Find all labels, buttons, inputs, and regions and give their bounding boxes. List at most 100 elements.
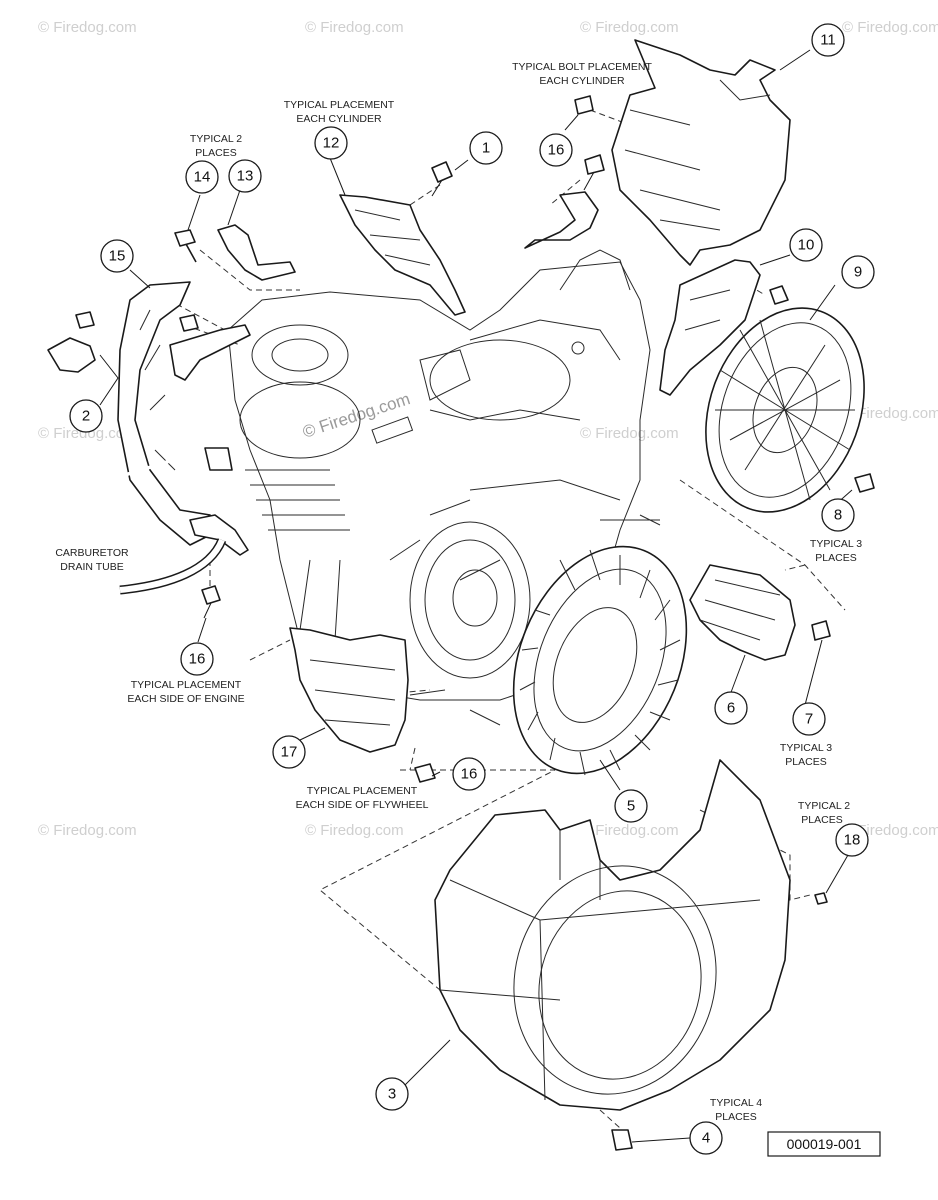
note-line: TYPICAL 3 [780, 742, 832, 754]
shield-17 [289, 627, 409, 753]
bolt-small [179, 314, 199, 332]
callout-number: 4 [702, 1130, 710, 1147]
shield-10 [659, 259, 761, 396]
blower-housing-3 [434, 759, 791, 1111]
note-line: TYPICAL BOLT PLACEMENT [512, 61, 652, 73]
note-typical-3-places-8: TYPICAL 3 PLACES [810, 538, 862, 564]
note-line: PLACES [715, 1111, 756, 1123]
nut-18 [814, 892, 828, 905]
bolt-16-top [574, 95, 594, 115]
note-line: TYPICAL 3 [810, 538, 862, 550]
callout-number: 8 [834, 507, 842, 524]
note-typical-2-places-18: TYPICAL 2 PLACES [798, 800, 850, 826]
callout-number: 14 [194, 169, 211, 186]
callout-3: 3 [375, 1077, 409, 1111]
bracket-upper-mid [524, 191, 599, 249]
callout-number: 3 [388, 1086, 396, 1103]
watermark: © Firedog.com [305, 19, 404, 36]
note-line: TYPICAL 4 [710, 1097, 762, 1109]
callout-18: 18 [835, 823, 869, 857]
bolt-7 [811, 620, 831, 641]
bracket-13 [217, 224, 296, 281]
note-typical-2-places-top: TYPICAL 2 PLACES [190, 133, 242, 159]
drawing-code-box: 000019-001 [767, 1131, 881, 1157]
bolt-16-mid [584, 154, 605, 175]
callout-7: 7 [792, 702, 826, 736]
bolt-1 [431, 161, 453, 183]
watermark: © Firedog.com [305, 822, 404, 839]
note-line: TYPICAL PLACEMENT [307, 785, 418, 797]
air-baffle-left [117, 281, 221, 546]
callout-2: 2 [69, 399, 103, 433]
callout-9: 9 [841, 255, 875, 289]
cylinder-shroud-11 [611, 39, 791, 266]
note-line: EACH CYLINDER [539, 75, 625, 87]
note-line: PLACES [815, 552, 856, 564]
callout-15: 15 [100, 239, 134, 273]
callout-number: 15 [109, 248, 126, 265]
note-placement-each-side-flywheel: TYPICAL PLACEMENT EACH SIDE OF FLYWHEEL [296, 785, 429, 811]
note-line: PLACES [785, 756, 826, 768]
callout-16-left: 16 [180, 642, 214, 676]
note-line: PLACES [195, 147, 236, 159]
callout-number: 17 [281, 744, 298, 761]
callout-number: 16 [189, 651, 206, 668]
shroud-6 [689, 564, 796, 661]
bolt-small [75, 311, 95, 329]
drawing-code: 000019-001 [787, 1136, 862, 1152]
bolt-16-lower [414, 763, 436, 783]
watermark: © Firedog.com [580, 19, 679, 36]
note-line: EACH CYLINDER [296, 113, 382, 125]
drain-tube-bracket [189, 514, 249, 556]
watermark: © Firedog.com [842, 405, 938, 422]
engine-block [227, 249, 661, 726]
wire-clip [204, 447, 233, 471]
callout-number: 1 [482, 140, 490, 157]
note-line: EACH SIDE OF ENGINE [127, 693, 244, 705]
callout-16-top: 16 [539, 133, 573, 167]
watermark: © Firedog.com [38, 19, 137, 36]
note-typical-3-places-7: TYPICAL 3 PLACES [780, 742, 832, 768]
bolt-8 [854, 473, 875, 493]
note-line: TYPICAL 2 [190, 133, 242, 145]
note-line: CARBURETOR [55, 547, 129, 559]
note-typical-4-places: TYPICAL 4 PLACES [710, 1097, 762, 1123]
rotating-screen-9 [705, 307, 865, 513]
watermark: © Firedog.com [842, 19, 938, 36]
spark-plug-cap [47, 337, 96, 373]
watermark: © Firedog.com [580, 822, 679, 839]
callout-number: 2 [82, 408, 90, 425]
bolt-16-left [201, 585, 221, 605]
callout-16-bottom: 16 [452, 757, 486, 791]
callout-10: 10 [789, 228, 823, 262]
bolt-14 [174, 229, 197, 263]
callout-number: 18 [844, 832, 861, 849]
leader-lines [99, 49, 853, 1143]
callout-4: 4 [689, 1121, 723, 1155]
bolt-4 [611, 1129, 633, 1151]
callout-6: 6 [714, 691, 748, 725]
callout-number: 13 [237, 168, 254, 185]
watermark: © Firedog.com [38, 822, 137, 839]
note-line: TYPICAL PLACEMENT [131, 679, 242, 691]
callout-number: 11 [820, 32, 836, 49]
callout-number: 12 [323, 135, 340, 152]
callout-8: 8 [821, 498, 855, 532]
callout-14: 14 [185, 160, 219, 194]
note-carburetor-drain-tube: CARBURETOR DRAIN TUBE [55, 547, 129, 573]
callout-12: 12 [314, 126, 348, 160]
callout-number: 5 [627, 798, 635, 815]
watermark: © Firedog.com [580, 425, 679, 442]
callout-number: 7 [805, 711, 813, 728]
note-line: TYPICAL PLACEMENT [284, 99, 395, 111]
callout-number: 10 [798, 237, 815, 254]
note-line: PLACES [801, 814, 842, 826]
note-placement-each-cylinder: TYPICAL PLACEMENT EACH CYLINDER [284, 99, 395, 125]
bolt-10 [769, 285, 789, 305]
callout-1: 1 [469, 131, 503, 165]
callout-11: 11 [811, 23, 845, 57]
callout-17: 17 [272, 735, 306, 769]
cylinder-shield-12 [339, 194, 466, 316]
air-baffle-tab [169, 324, 251, 381]
callout-13: 13 [228, 159, 262, 193]
